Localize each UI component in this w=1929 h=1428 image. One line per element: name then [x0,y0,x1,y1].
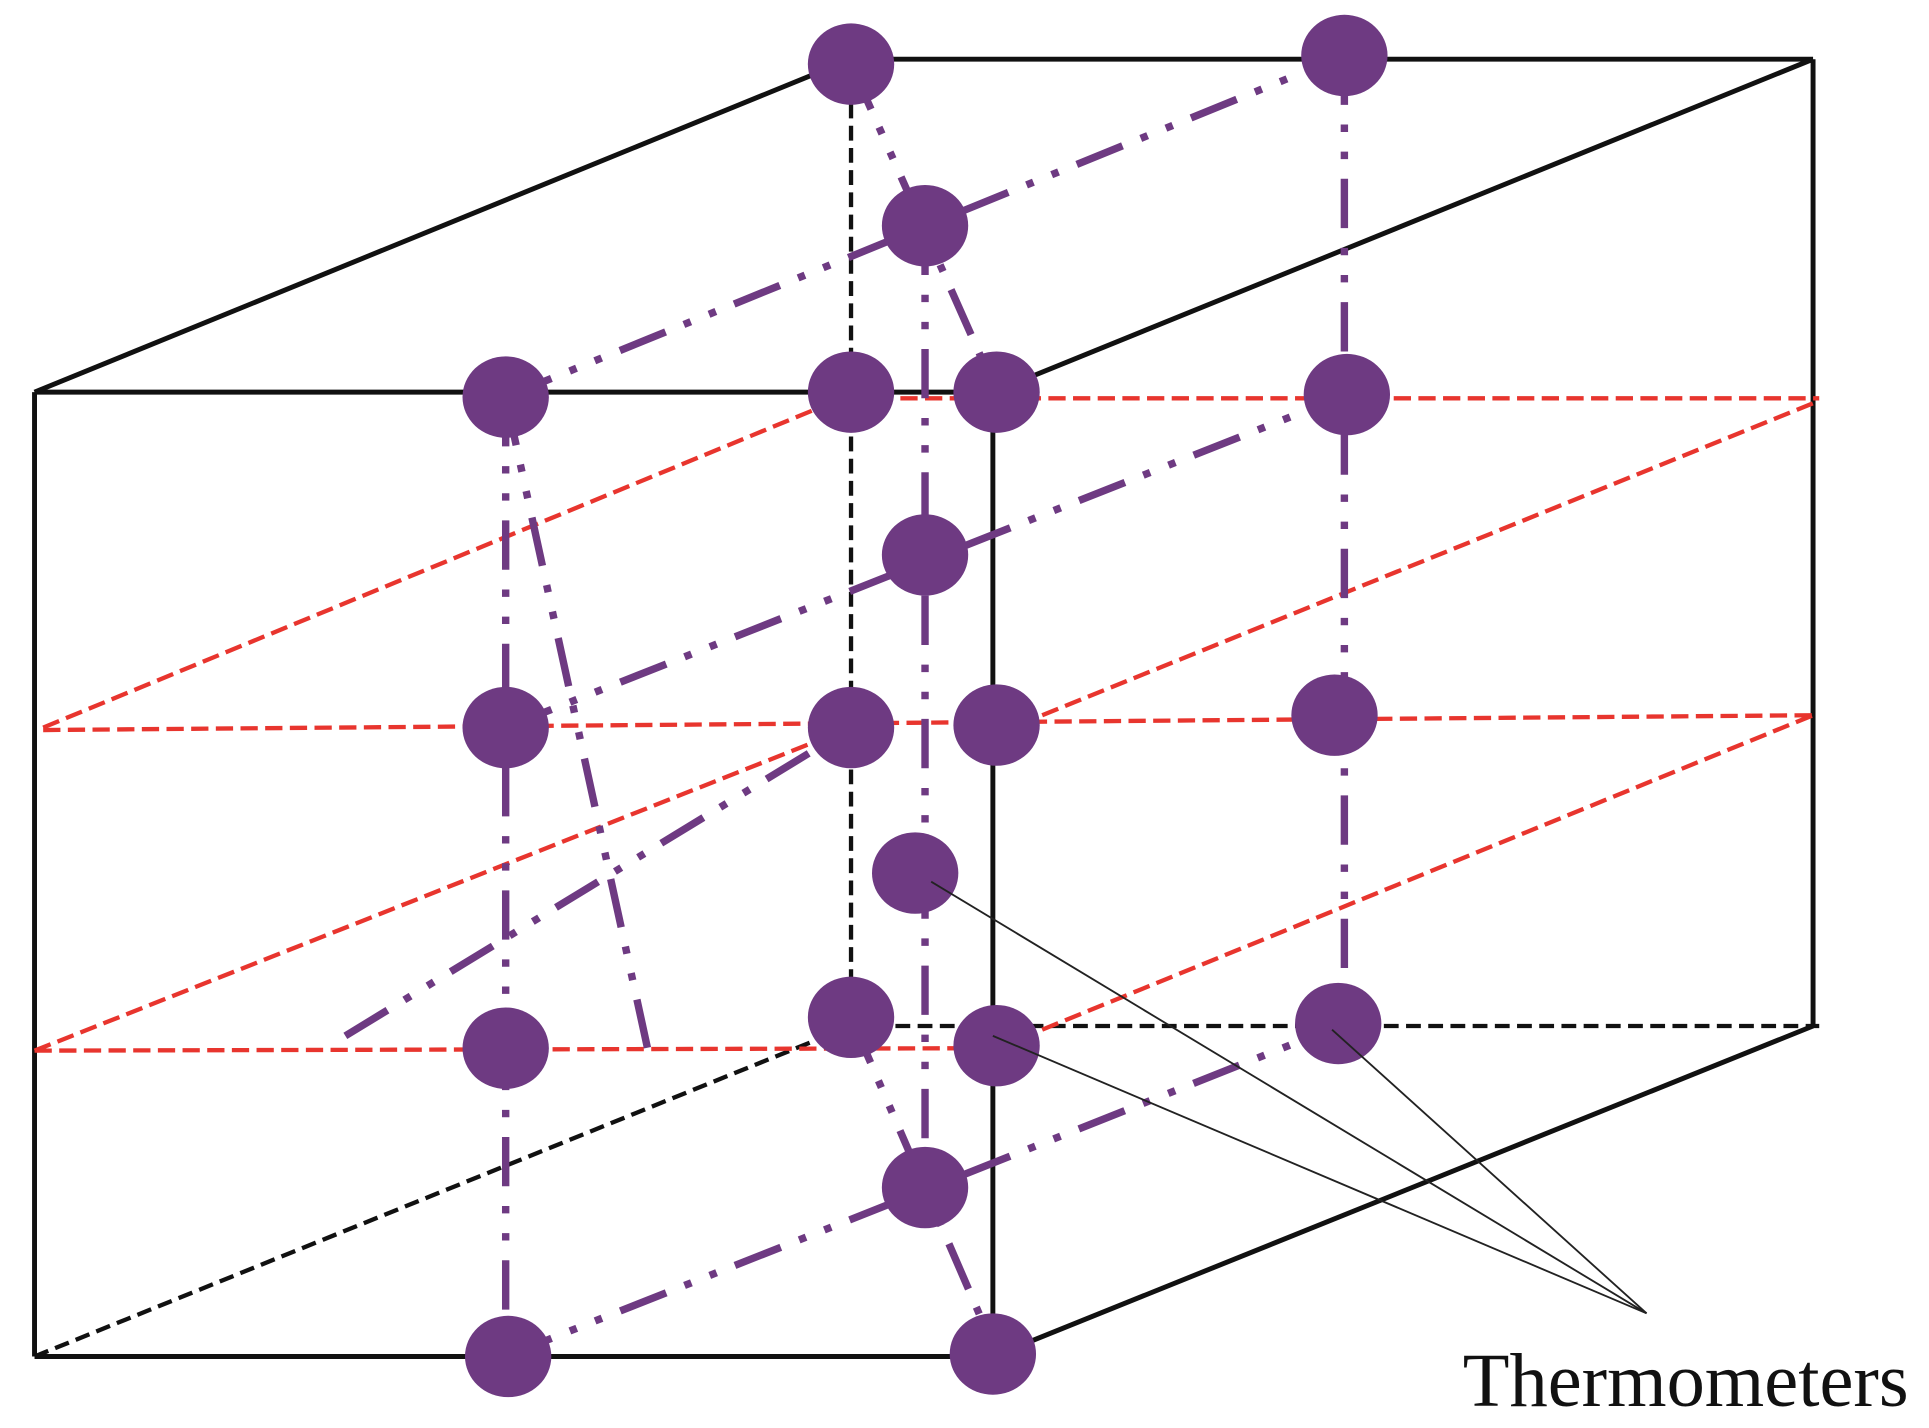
leader-lines [930,880,1648,1315]
thermometer-point [807,686,895,769]
thermometer-point [881,514,969,596]
thermometer-point [807,23,895,105]
thermometer-point [462,1007,549,1089]
thermometer-line [343,724,853,1040]
thermometer-point [881,1146,969,1229]
thermometer-point [1301,14,1388,97]
leader-line [1331,1029,1648,1315]
thermometer-point [462,356,549,438]
thermometer-point [953,1005,1040,1087]
plane-line [42,392,852,730]
thermometer-point [953,351,1040,433]
thermometers-label: Thermometers [1463,1338,1909,1423]
thermometer-point [807,351,895,433]
box-edge [991,56,1814,395]
plane-line [1041,713,1814,1032]
thermometer-point [953,684,1040,766]
box-edge [33,56,852,395]
thermometer-point [881,184,969,267]
thermometer-point [871,832,959,914]
thermometer-point [807,976,895,1059]
thermometer-point [949,1313,1037,1395]
hidden-box-edge [33,1023,852,1359]
plane-line [33,725,852,1053]
thermometer-line [504,391,1349,732]
thermometer-point [1295,982,1382,1065]
leader-line [930,880,1648,1315]
thermometer-line [504,1020,1346,1360]
leader-line [992,1035,1647,1315]
thermometer-points [462,14,1391,1398]
box-edge [991,1023,1814,1359]
thermometer-lines [343,52,1349,1360]
plane-line [1041,398,1821,718]
thermometer-point [462,686,549,769]
thermometer-point [1291,674,1378,756]
thermometer-line [504,52,1346,401]
thermometer-point [464,1315,552,1398]
thermometer-point [1303,353,1391,436]
